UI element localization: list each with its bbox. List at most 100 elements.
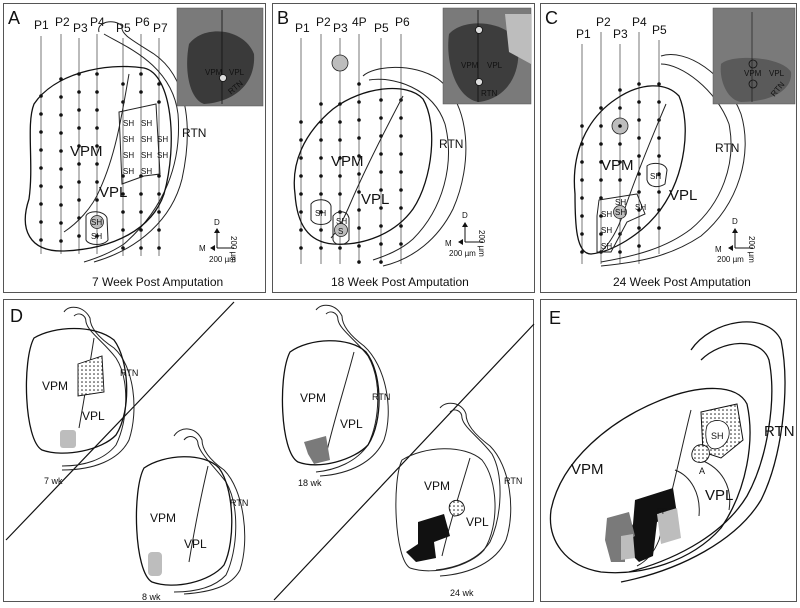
- scale-h-label: 200 µm: [209, 255, 236, 264]
- light-gray-region: [657, 508, 681, 544]
- sh-label: SH: [601, 226, 612, 235]
- vpm-label: VPM: [150, 511, 176, 525]
- vpl-label: VPL: [82, 409, 105, 423]
- diagram-8wk: VPM VPL RTN 8 wk: [135, 428, 248, 602]
- sh-label: SH: [635, 203, 646, 212]
- panel-a-caption: 7 Week Post Amputation: [92, 275, 223, 289]
- sh-region-a: [646, 162, 668, 188]
- diagram-7wk: VPM VPL RTN 7 wk: [25, 306, 138, 486]
- panel-b: B P1 P2 P3 4P P5 P6 SH SH S VPM VPL RTN …: [272, 3, 535, 293]
- vpl-label: VPL: [466, 515, 489, 529]
- recording-sites: [39, 72, 161, 250]
- label-24wk: 24 wk: [450, 588, 474, 598]
- panel-a: A P1 P2 P3 P4 P5 P6 P7 SH SH SH SH SH SH…: [3, 3, 266, 293]
- rtn-label: RTN: [182, 126, 206, 140]
- vpm-label: VPM: [424, 479, 450, 493]
- scale-v-label: 200 µm: [477, 230, 486, 257]
- rtn-label: RTN: [715, 141, 739, 155]
- photo-lesion-icon: [475, 78, 483, 86]
- probe-label-p7: P7: [153, 21, 168, 35]
- probe-label-p1: P1: [295, 21, 310, 35]
- vpl-label: VPL: [99, 184, 127, 201]
- rtn-outline: [93, 21, 188, 263]
- vpm-label: VPM: [331, 153, 364, 170]
- sh-region-b: [85, 211, 109, 245]
- scale-bar: D M 200 µm 200 µm: [445, 211, 486, 258]
- vpm-label: VPM: [70, 143, 103, 160]
- probe-tracks: [581, 32, 660, 264]
- probe-label-p3: P3: [73, 21, 88, 35]
- scale-bar: D M 200 µm 200 µm: [715, 217, 756, 264]
- probe-label-p4: P4: [90, 15, 105, 29]
- sh-label: SH: [123, 119, 134, 128]
- recording-sites: [299, 82, 403, 264]
- sh-label: SH: [157, 151, 168, 160]
- panel-d: D VPM VPL RTN 7 wk VPM VPL RTN 8 wk VPM …: [3, 299, 535, 602]
- sh-region-b: [596, 193, 646, 253]
- scale-d-label: D: [462, 211, 468, 220]
- panel-d-figure: D VPM VPL RTN 7 wk VPM VPL RTN 8 wk VPM …: [5, 301, 535, 602]
- photo-vpl-label: VPL: [229, 68, 245, 77]
- rtn-inner-outline: [368, 78, 449, 261]
- scale-bar: D M 200 µm 200 µm: [199, 218, 238, 264]
- sh-label: SH: [615, 198, 626, 207]
- probe-tracks: [300, 34, 402, 264]
- rtn-label: RTN: [372, 392, 390, 402]
- vpl-label: VPL: [705, 487, 733, 504]
- photo-vpl-label: VPL: [769, 69, 785, 78]
- lesion-marker: [90, 215, 104, 229]
- diagram-24wk: VPM VPL RTN 24 wk: [395, 402, 522, 598]
- probe-label-p5: P5: [652, 23, 667, 37]
- photo-lesion-icon: [748, 59, 758, 69]
- lesion-marker: [613, 205, 627, 219]
- photo-vpm-label: VPM: [205, 68, 223, 77]
- sh-label: SH: [315, 209, 326, 218]
- fp-label: FP: [657, 507, 667, 516]
- panel-c: C P1 P2 P3 P4 P5 SH SH SH SH SH SH SH VP…: [540, 3, 797, 293]
- divider-line: [273, 323, 535, 601]
- probe-label-p6: P6: [135, 15, 150, 29]
- probe-label-p2: P2: [55, 15, 70, 29]
- sh-label: SH: [123, 151, 134, 160]
- sh-label: SH: [601, 210, 612, 219]
- probe-label-p2: P2: [316, 15, 331, 29]
- sh-label: SH: [157, 135, 168, 144]
- rtn-label: RTN: [439, 137, 463, 151]
- vpl-label: VPL: [361, 191, 389, 208]
- rtn-outline: [362, 66, 467, 267]
- a-label: A: [699, 466, 705, 476]
- scale-d-label: D: [214, 218, 220, 227]
- vpm-label: VPM: [42, 379, 68, 393]
- sh-label: SH: [123, 135, 134, 144]
- vpm-label: VPM: [571, 461, 604, 478]
- thalamus-outline: [573, 85, 686, 255]
- sh-label: SH: [336, 217, 347, 226]
- sh-label: SH: [141, 119, 152, 128]
- scale-d-label: D: [732, 217, 738, 226]
- label-18wk: 18 wk: [298, 478, 322, 488]
- probe-label-p4: P4: [632, 15, 647, 29]
- panel-c-letter: C: [545, 8, 558, 28]
- sh-region-a: [118, 103, 161, 185]
- black-region: [623, 488, 677, 562]
- photo-vpm-label: VPM: [461, 61, 479, 70]
- panel-c-figure: C P1 P2 P3 P4 P5 SH SH SH SH SH SH SH VP…: [545, 7, 796, 289]
- diagram-18wk: VPM VPL RTN 18 wk: [281, 304, 390, 488]
- rtn-label: RTN: [120, 368, 138, 378]
- probe-label-4p: 4P: [352, 15, 367, 29]
- sh-inner: [705, 420, 730, 450]
- vpl-label: VPL: [340, 417, 363, 431]
- vpl-subdivision: [674, 469, 700, 517]
- thalamus-outline: [549, 387, 751, 574]
- photo-lesion-icon: [475, 26, 483, 34]
- s-label: S: [338, 227, 343, 236]
- label-8wk: 8 wk: [142, 592, 161, 602]
- vpm-label: VPM: [300, 391, 326, 405]
- scale-m-label: M: [715, 245, 722, 254]
- rtn-inner-outline: [628, 342, 773, 573]
- photo-rtn-label: RTN: [481, 89, 498, 98]
- rtn-label: RTN: [764, 423, 795, 440]
- probe-label-p2: P2: [596, 15, 611, 29]
- a-region: [691, 444, 710, 463]
- light-gray-region-small: [621, 534, 635, 560]
